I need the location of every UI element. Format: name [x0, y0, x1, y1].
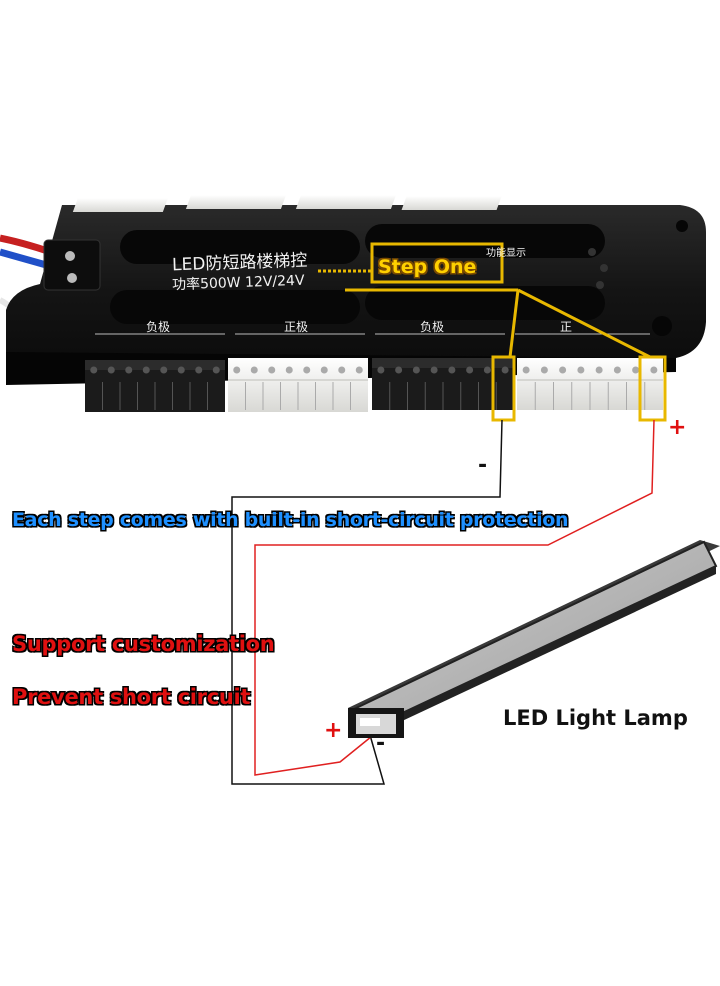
terminal-screw [595, 366, 603, 374]
terminal-screw [177, 366, 185, 374]
terminal-screw [501, 366, 509, 374]
led-lamp-label: LED Light Lamp [503, 706, 688, 730]
terminal-screw [577, 366, 585, 374]
terminal-screw [466, 366, 474, 374]
terminal-screw [613, 366, 621, 374]
lamp-minus-sign: - [376, 731, 386, 756]
terminal-screw [268, 366, 276, 374]
terminal-screw [320, 366, 328, 374]
terminal-screw [650, 366, 658, 374]
terminal-screw [395, 366, 403, 374]
terminal-screw [559, 366, 567, 374]
terminal-screw [430, 366, 438, 374]
terminal-screw [212, 366, 220, 374]
step-one-highlight [318, 242, 667, 422]
prevent-short-caption: Prevent short circuit [12, 685, 251, 709]
terminal-screw [195, 366, 203, 374]
terminal-screw [412, 366, 420, 374]
terminal-screw [160, 366, 168, 374]
terminal-screw [540, 366, 548, 374]
protection-caption: Each step comes with built-in short-circ… [12, 509, 569, 531]
board-plus-sign: + [668, 415, 687, 440]
function-display-label: 功能显示 [486, 248, 526, 259]
group-label-positive-1: 正极 [284, 320, 309, 334]
lamp-plus-sign: + [324, 718, 343, 743]
customization-caption: Support customization [12, 632, 275, 656]
group-label-negative-2: 负极 [420, 320, 445, 334]
terminal-screw [483, 366, 491, 374]
terminal-screw [355, 366, 363, 374]
terminal-screw [448, 366, 456, 374]
terminal-screw [522, 366, 530, 374]
terminal-screw [377, 366, 385, 374]
group-label-positive-2: 正 [560, 320, 573, 334]
group-label-negative-1: 负极 [146, 320, 171, 334]
terminal-screw [632, 366, 640, 374]
terminal-screw [233, 366, 241, 374]
led-lamp [348, 540, 720, 738]
terminal-screw [285, 366, 293, 374]
terminal-screw [250, 366, 258, 374]
terminal-screw [338, 366, 346, 374]
terminal-screw [142, 366, 150, 374]
board-minus-sign: - [478, 453, 488, 478]
terminal-screw [303, 366, 311, 374]
step-one-callout: Step One [378, 256, 477, 278]
terminal-screw [125, 366, 133, 374]
terminal-screw [107, 366, 115, 374]
terminal-screw [90, 366, 98, 374]
terminal-blocks [85, 358, 663, 412]
wiring [231, 419, 655, 785]
